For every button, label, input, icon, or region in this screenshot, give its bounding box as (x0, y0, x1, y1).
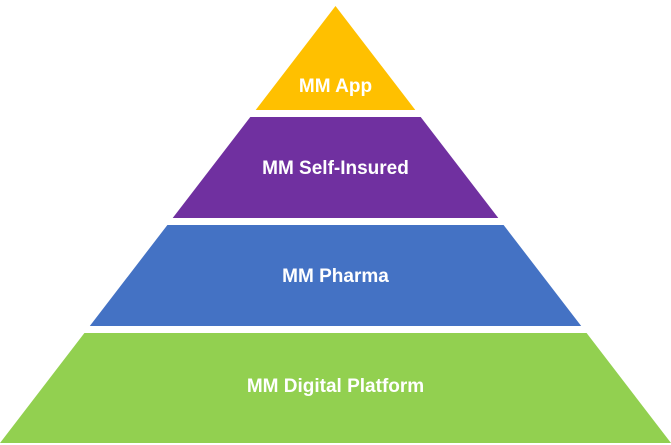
pyramid-level-2-label: MM Self-Insured (262, 158, 409, 179)
pyramid-level-3-label: MM Pharma (282, 266, 389, 287)
pyramid-level-4-label: MM Digital Platform (247, 376, 424, 397)
pyramid-level-2-shape (172, 117, 499, 218)
pyramid-level-1-shape (255, 6, 416, 110)
pyramid-level-1-label: MM App (299, 76, 372, 97)
pyramid-level-3-shape (89, 225, 582, 326)
pyramid-level-4-shape (0, 333, 671, 443)
